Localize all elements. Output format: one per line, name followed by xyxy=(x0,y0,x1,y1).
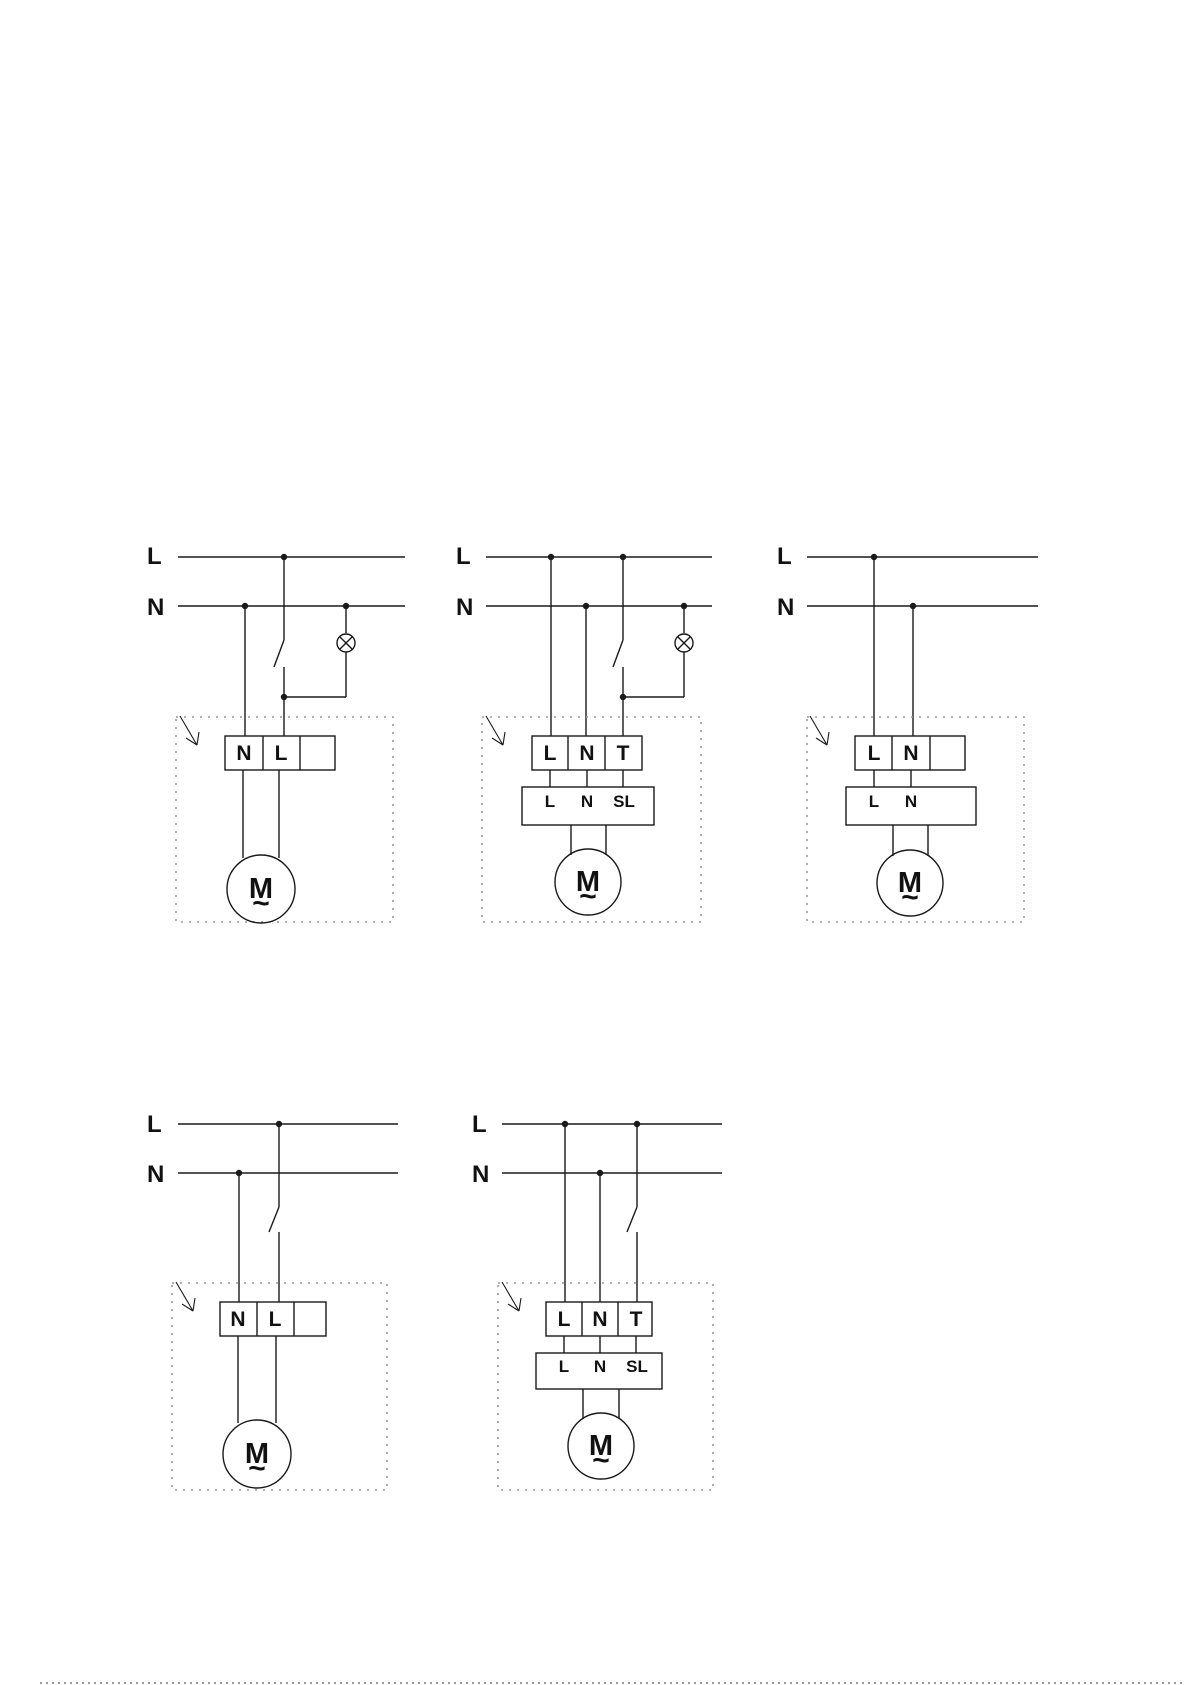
module-terminal-label: SL xyxy=(626,1357,648,1376)
module-terminal-label: N xyxy=(581,792,593,811)
bus-label-n: N xyxy=(147,594,164,621)
motor-ac-symbol: ~ xyxy=(252,887,270,920)
motor-ac-symbol: ~ xyxy=(248,1452,266,1485)
wiring-diagram-5: L N L N T L N SL M ~ xyxy=(472,1111,722,1490)
switch-contact-icon xyxy=(269,1207,279,1232)
bus-label-l: L xyxy=(472,1111,487,1138)
terminal-label: N xyxy=(903,742,918,765)
bus-label-n: N xyxy=(472,1161,489,1188)
motor-ac-symbol: ~ xyxy=(579,880,597,913)
bus-label-n: N xyxy=(456,594,473,621)
terminal-label: T xyxy=(630,1308,643,1331)
bus-label-l: L xyxy=(147,1111,162,1138)
bus-label-l: L xyxy=(456,543,471,570)
terminal-label: L xyxy=(275,742,288,765)
switch-contact-icon xyxy=(274,640,284,667)
module-terminal-label: L xyxy=(559,1357,569,1376)
wiring-diagram-3: L N L N L N M ~ xyxy=(777,543,1038,922)
pointer-arrow-icon xyxy=(502,1282,521,1311)
terminal-label: L xyxy=(269,1308,282,1331)
bus-label-l: L xyxy=(777,543,792,570)
module-terminal-label: N xyxy=(905,792,917,811)
terminal-label: N xyxy=(236,742,251,765)
terminal-label: L xyxy=(868,742,881,765)
indicator-lamp-icon xyxy=(337,634,355,652)
wiring-diagram-4: L N N L M ~ xyxy=(147,1111,398,1490)
terminal-label: L xyxy=(558,1308,571,1331)
wiring-diagram-1: L N N L M ~ xyxy=(147,543,405,923)
switch-contact-icon xyxy=(613,640,623,667)
terminal-label: N xyxy=(230,1308,245,1331)
terminal-label: N xyxy=(592,1308,607,1331)
terminal-label: T xyxy=(617,742,630,765)
motor-ac-symbol: ~ xyxy=(592,1444,610,1477)
module-terminal-label: SL xyxy=(613,792,635,811)
module-terminal-label: L xyxy=(545,792,555,811)
pointer-arrow-icon xyxy=(176,1282,195,1311)
bus-label-n: N xyxy=(147,1161,164,1188)
pointer-arrow-icon xyxy=(810,716,829,745)
module-terminal-label: L xyxy=(869,792,879,811)
switch-contact-icon xyxy=(627,1207,637,1232)
terminal-label: L xyxy=(544,742,557,765)
terminal-label: N xyxy=(579,742,594,765)
motor-ac-symbol: ~ xyxy=(901,881,919,914)
wiring-diagram-2: L N L N T xyxy=(456,543,712,922)
module-terminal-label: N xyxy=(594,1357,606,1376)
bus-label-n: N xyxy=(777,594,794,621)
pointer-arrow-icon xyxy=(486,716,505,745)
indicator-lamp-icon xyxy=(675,634,693,652)
bus-label-l: L xyxy=(147,543,162,570)
pointer-arrow-icon xyxy=(180,716,199,745)
